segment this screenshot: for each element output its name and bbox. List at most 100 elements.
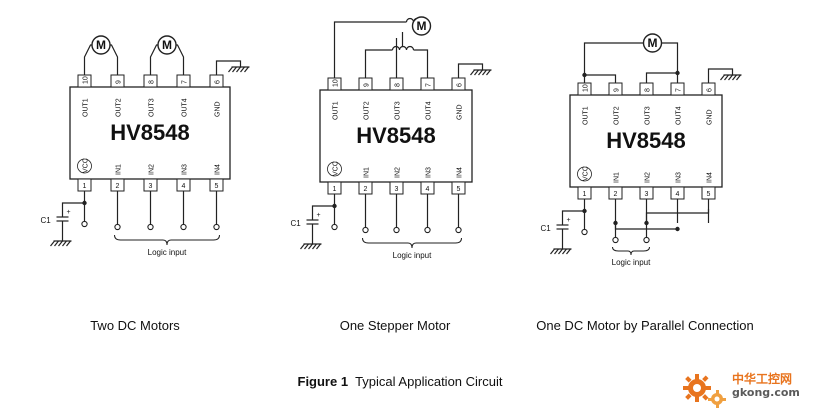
pin-label: OUT4 (182, 98, 189, 117)
parallel-input-wire (645, 209, 710, 223)
pin-number: 5 (457, 186, 461, 193)
chip-body (319, 89, 473, 183)
cap-polarity: + (67, 209, 71, 216)
logic-brace (114, 234, 220, 246)
ground-hatch (486, 69, 491, 76)
motor-label: M (162, 38, 172, 52)
cap-label: C1 (291, 219, 302, 228)
parallel-wire (584, 74, 617, 83)
pin-number: 1 (333, 186, 337, 193)
gnd-wire (215, 60, 242, 75)
pin-label: IN1 (116, 164, 123, 175)
pin-number: 6 (457, 83, 464, 87)
ground-hatch (304, 243, 309, 250)
gear-logo-icon (683, 374, 726, 408)
pin-label: VCC (333, 161, 340, 176)
pin-number: 8 (395, 83, 402, 87)
pin-number: 2 (116, 183, 120, 190)
pin-label: OUT3 (395, 101, 402, 120)
pin-label: OUT1 (333, 101, 340, 120)
pin-label: IN3 (426, 167, 433, 178)
pin-label: IN3 (676, 172, 683, 183)
cap-label: C1 (541, 224, 552, 233)
pin-number: 4 (676, 191, 680, 198)
logic-input-label: Logic input (612, 258, 651, 267)
input-terminal (393, 226, 400, 234)
logic-input-label: Logic input (393, 251, 432, 260)
vcc-circle (77, 158, 92, 174)
capacitor-c1: +C1 (541, 215, 571, 239)
pin-label: VCC (83, 158, 90, 173)
ground-hatch (470, 69, 475, 76)
input-terminal (213, 223, 220, 231)
motor-symbol: M (91, 35, 111, 55)
ground-hatch (236, 66, 241, 73)
pin-number: 4 (426, 186, 430, 193)
pin-number: 7 (182, 80, 189, 84)
pin-number: 4 (182, 183, 186, 190)
pin-number: 8 (149, 80, 156, 84)
chip-name: HV8548 (356, 123, 436, 148)
motor-symbol: M (411, 16, 432, 36)
pin-label: IN4 (215, 164, 222, 175)
ground-hatch (728, 74, 733, 81)
ground-hatch (724, 74, 729, 81)
cap-label: C1 (41, 216, 52, 225)
ground-hatch (550, 248, 555, 255)
figure-number: Figure 1 (297, 374, 349, 389)
ground-hatch (54, 240, 59, 247)
ground-symbol (50, 240, 72, 247)
ground-hatch (300, 243, 305, 250)
circuit-2: HV854810OUT19OUT28OUT37OUT46GND1VCC2IN13… (291, 16, 492, 260)
motor-symbol: M (642, 33, 663, 53)
input-terminal (114, 223, 121, 231)
watermark: 中华工控网 gkong.com (680, 368, 810, 412)
cap-wire (61, 202, 85, 207)
pin-label: OUT2 (614, 106, 621, 125)
ground-hatch (232, 66, 237, 73)
ground-symbol (300, 243, 322, 250)
cap-polarity: + (317, 212, 321, 219)
pin-number: 6 (707, 88, 714, 92)
junction-dot (675, 226, 680, 232)
ground-hatch (312, 243, 317, 250)
motor-circle (411, 16, 432, 36)
input-terminal (81, 220, 88, 228)
junction-dot (675, 70, 680, 76)
pin-number: 1 (583, 191, 587, 198)
pin-number: 10 (333, 79, 340, 87)
logic-brace (362, 237, 462, 249)
pin-number: 2 (614, 191, 618, 198)
ground-hatch (316, 243, 321, 250)
logic-brace (612, 246, 650, 256)
pin-number: 9 (614, 88, 621, 92)
watermark-url: gkong.com (732, 386, 800, 399)
pin-number: 7 (676, 88, 683, 92)
ground-hatch (228, 66, 233, 73)
pin-label: GND (457, 104, 464, 120)
input-terminal (180, 223, 187, 231)
pin-label: IN2 (645, 172, 652, 183)
pin-label: IN1 (364, 167, 371, 178)
ground-hatch (732, 74, 737, 81)
caption-one-dc-motor-parallel: One DC Motor by Parallel Connection (536, 318, 754, 333)
pin-number: 6 (215, 80, 222, 84)
ground-hatch (240, 66, 245, 73)
pin-label: IN3 (182, 164, 189, 175)
ground-hatch (66, 240, 71, 247)
ground-hatch (720, 74, 725, 81)
capacitor-c1: + C1 (291, 210, 321, 234)
input-terminal (581, 228, 588, 236)
input-terminal (147, 223, 154, 231)
